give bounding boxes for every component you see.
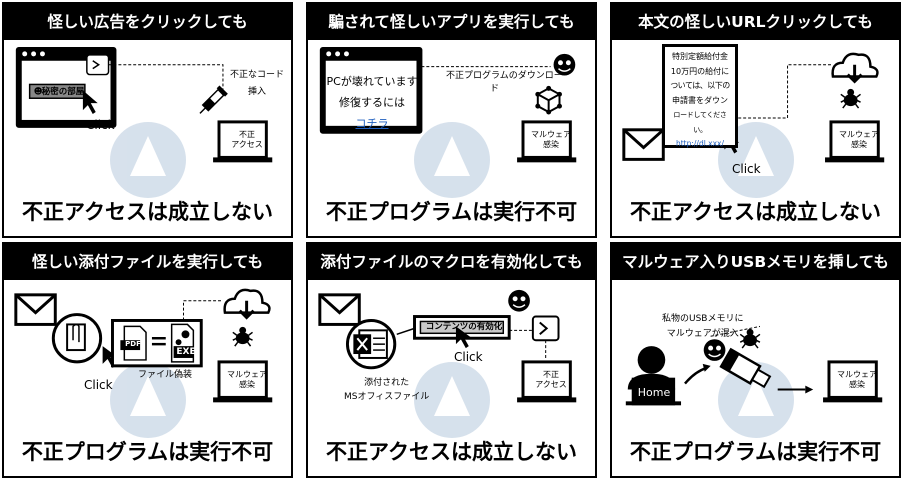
scene-ad: ☻秘密の部屋 Click 不正なコード 挿入 不正 アクセス	[4, 40, 291, 190]
code-label-line: 不正なコード	[230, 70, 285, 80]
laptop-label-line: マルウェア	[531, 130, 571, 139]
click-label: Click	[84, 378, 113, 392]
panel-result: 不正アクセスは成立しない	[630, 200, 881, 224]
attachment-label-line: 添付された	[364, 378, 410, 388]
exe-badge: EXE	[176, 347, 196, 357]
scene-url: 特別定額給付金 10万円の給付に ついては、以下の 申請書をダウン ロードしてく…	[612, 40, 899, 190]
panel-fake-app: 騙されて怪しいアプリを実行しても PCが壊れています	[306, 2, 597, 238]
phishing-url[interactable]: http://dl.xxx/	[675, 139, 725, 148]
usb-label: 私物のUSBメモリに マルウェアが混入	[662, 312, 743, 343]
watermark-logo	[109, 122, 186, 198]
warning-line: 修復するには	[339, 95, 405, 109]
panel-macro: 添付ファイルのマクロを有効化しても	[306, 242, 597, 478]
fake-file-label: ファイル偽装	[138, 370, 193, 380]
scene-attachment: PDF EXE ファイル偽装 Click マルウェア 感染	[4, 280, 291, 430]
panel-title: 怪しい添付ファイルを実行しても	[4, 244, 291, 280]
usb-label-line: 私物のUSBメモリに	[662, 314, 744, 324]
panel-result: 不正アクセスは成立しない	[22, 200, 273, 224]
laptop-label: マルウェア 感染	[836, 130, 882, 150]
enable-content-button[interactable]: コンテンツの有効化	[425, 322, 503, 332]
laptop-label-line: 感染	[851, 140, 867, 149]
scene-macro: コンテンツの有効化 Click 添付された MSオフィスファイル 不正 アクセス	[308, 280, 595, 430]
scene-app: PCが壊れています 修復するには コチラ 不正プログラムのダウンロー ド マルウ…	[308, 40, 595, 190]
code-label: 不正なコード 挿入	[230, 70, 284, 98]
laptop-label: 不正 アクセス	[528, 370, 574, 390]
email-line: 特別定額給付金	[672, 52, 728, 61]
panel-result: 不正プログラムは実行不可	[21, 440, 274, 464]
laptop-label: 不正 アクセス	[224, 130, 270, 150]
panel-malicious-ad: 怪しい広告をクリックしても	[2, 2, 293, 238]
laptop-label-line: 感染	[239, 380, 255, 389]
panel-title: 添付ファイルのマクロを有効化しても	[308, 244, 595, 280]
panel-title: 騙されて怪しいアプリを実行しても	[308, 4, 595, 40]
watermark-logo	[109, 362, 186, 438]
laptop-label-line: マルウェア	[227, 370, 267, 379]
ad-banner[interactable]: ☻秘密の部屋	[32, 86, 86, 98]
laptop-label-line: 不正	[543, 370, 559, 379]
laptop-label-line: アクセス	[535, 380, 567, 389]
fake-link[interactable]: コチラ	[355, 116, 389, 130]
laptop-label-line: 感染	[543, 140, 559, 149]
email-line: 10万円の給付に	[670, 66, 730, 76]
watermark-logo	[413, 362, 490, 438]
code-label-line: 挿入	[248, 86, 267, 97]
panel-result: 不正プログラムは実行不可	[629, 440, 882, 464]
laptop-label: マルウェア 感染	[834, 370, 880, 390]
panel-title: 本文の怪しいURLクリックしても	[612, 4, 899, 40]
email-line: ロードしてください。	[673, 111, 727, 134]
scene-usb: 私物のUSBメモリに マルウェアが混入 Home マルウェア 感染	[612, 280, 899, 430]
pdf-badge: PDF	[125, 340, 141, 348]
home-label: Home	[637, 386, 671, 399]
click-label: Click	[454, 350, 483, 364]
laptop-label-line: 感染	[849, 380, 865, 389]
download-label-line: 不正プログラムのダウンロー	[446, 71, 563, 81]
laptop-label-line: マルウェア	[839, 130, 879, 139]
panel-title: 怪しい広告をクリックしても	[4, 4, 291, 40]
click-label: Click	[86, 118, 115, 132]
attachment-label: 添付された MSオフィスファイル	[344, 376, 429, 405]
download-label-line: ド	[490, 83, 500, 94]
mask-icon: ☻	[33, 87, 43, 97]
ad-label: 秘密の部屋	[41, 87, 85, 97]
panel-result: 不正プログラムは実行不可	[325, 200, 578, 224]
panel-result: 不正アクセスは成立しない	[326, 440, 577, 464]
panel-phishing-url: 本文の怪しいURLクリックしても 特別定額給付金 10万円の給付に ついては、以…	[610, 2, 901, 238]
warning-line: PCが壊れています	[326, 75, 418, 88]
watermark-logo	[413, 122, 490, 198]
panel-usb: マルウェア入りUSBメモリを挿しても	[610, 242, 901, 478]
email-line: 申請書をダウン	[672, 95, 728, 105]
laptop-label-line: 不正	[239, 130, 255, 139]
email-body: 特別定額給付金 10万円の給付に ついては、以下の 申請書をダウン ロードしてく…	[662, 44, 738, 148]
attachment-label-line: MSオフィスファイル	[344, 392, 430, 403]
laptop-label: マルウェア 感染	[528, 130, 574, 150]
download-label: 不正プログラムのダウンロー ド	[446, 71, 563, 95]
panel-attachment: 怪しい添付ファイルを実行しても	[2, 242, 293, 478]
warning-dialog: PCが壊れています 修復するには コチラ	[326, 72, 418, 135]
laptop-label: マルウェア 感染	[224, 370, 270, 390]
usb-label-line: マルウェアが混入	[666, 329, 739, 340]
panel-title: マルウェア入りUSBメモリを挿しても	[612, 244, 899, 280]
laptop-label-line: マルウェア	[837, 370, 877, 379]
email-line: ついては、以下の	[670, 81, 730, 90]
laptop-label-line: アクセス	[231, 140, 263, 149]
click-label: Click	[732, 162, 761, 176]
